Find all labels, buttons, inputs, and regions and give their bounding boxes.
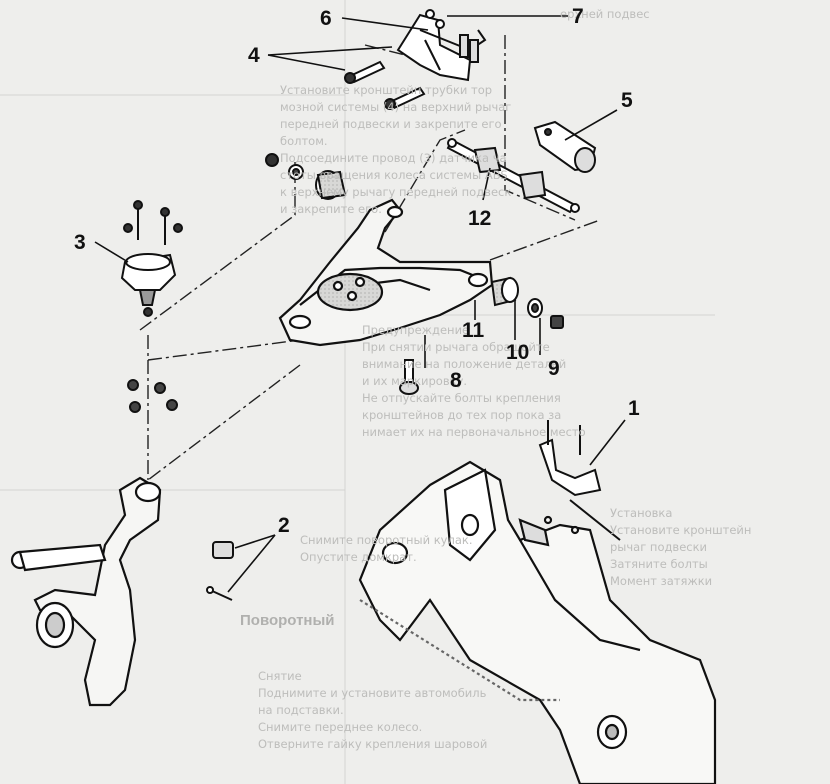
ghost-text-bottom-small: Снятие Поднимите и установите автомобиль… [258,668,487,753]
callout-6: 6 [320,7,332,30]
ghost-line: и их маркировку. [362,374,468,388]
ghost-line: Отверните гайку крепления шаровой [258,737,488,751]
ghost-line: мозной системы (4) на верхний рычаг [280,100,512,114]
ghost-line: Момент затяжки [610,574,713,588]
diagram-figure: ерхней подвес Установите кронштейн трубк… [0,0,751,784]
cotter-pin-nut [206,541,234,601]
ghost-line: рычаг подвески [610,540,708,554]
ghost-line: Установите кронштейн трубки тор [280,83,493,97]
ghost-line: Установка [610,506,673,520]
ghost-text-top-right: ерхней подвес [560,7,650,21]
callout-2: 2 [278,514,290,537]
arm-bolt [399,359,419,395]
sensor-bracket [538,420,621,541]
callout-5: 5 [621,89,633,112]
ghost-line: Снимите поворотный кулак. [300,533,473,547]
callout-12: 12 [468,207,492,230]
upper-control-arm [278,198,494,347]
ghost-line: к верхнему рычагу передней подвеск [280,185,512,199]
callout-9: 9 [548,357,560,380]
callout-8: 8 [450,369,462,392]
ghost-line: кронштейнов до тех пор пока за [362,408,562,422]
shim-bracket [533,120,597,173]
ghost-line: Предупреждение [362,323,470,337]
exploded-suspension-drawing [0,0,717,784]
ghost-text-right-lower: Установка Установите кронштейн рычаг под… [610,505,751,590]
ghost-line: стоты вращения колеса системы ABS [280,168,508,182]
ghost-line: Снимите переднее колесо. [258,720,423,734]
ghost-line: Поднимите и установите автомобиль [258,686,487,700]
ghost-section-title: Поворотный [240,612,335,629]
ghost-text-mid-right: Предупреждение При снятии рычага обращай… [362,322,712,441]
front-bushing-set [265,153,347,200]
ghost-line: внимание на положение деталей [362,357,567,371]
bracket-bolts [344,60,426,110]
ghost-line: на подставки. [258,703,344,717]
ghost-line: Затяните болты [610,557,708,571]
ghost-line: Не отпускайте болты крепления [362,391,561,405]
ghost-line: При снятии рычага обращайте [362,340,550,354]
rear-bushing-set [490,276,564,329]
mounting-brackets [396,9,487,82]
ghost-line: Опустите домкрат. [300,550,417,564]
ghost-text-left-column: Установите кронштейн трубки тор мозной с… [280,82,511,218]
ghost-line: нимает их на первоначальное место [362,425,586,439]
callout-4: 4 [248,44,260,67]
ball-joint [120,200,183,317]
ghost-line: болтом. [280,134,328,148]
ghost-line: Снятие [258,669,302,683]
ghost-text-bottom-left: Снимите поворотный кулак. Опустите домкр… [300,532,472,566]
callout-10: 10 [506,341,530,364]
leader-lines [94,15,626,593]
callout-7: 7 [572,5,584,28]
pivot-shaft [446,138,580,214]
ghost-line: Подсоедините провод (3) датчика ча [280,151,507,165]
nuts-cluster [127,379,178,413]
ghost-line: передней подвески и закрепите его [280,117,502,131]
callout-3: 3 [74,231,86,254]
ghost-line: Установите кронштейн [610,523,752,537]
chassis-frame [358,460,717,784]
callout-1: 1 [628,397,640,420]
callout-11: 11 [462,319,485,342]
steering-knuckle [10,476,162,707]
ghost-line: и закрепите его. [280,202,382,216]
